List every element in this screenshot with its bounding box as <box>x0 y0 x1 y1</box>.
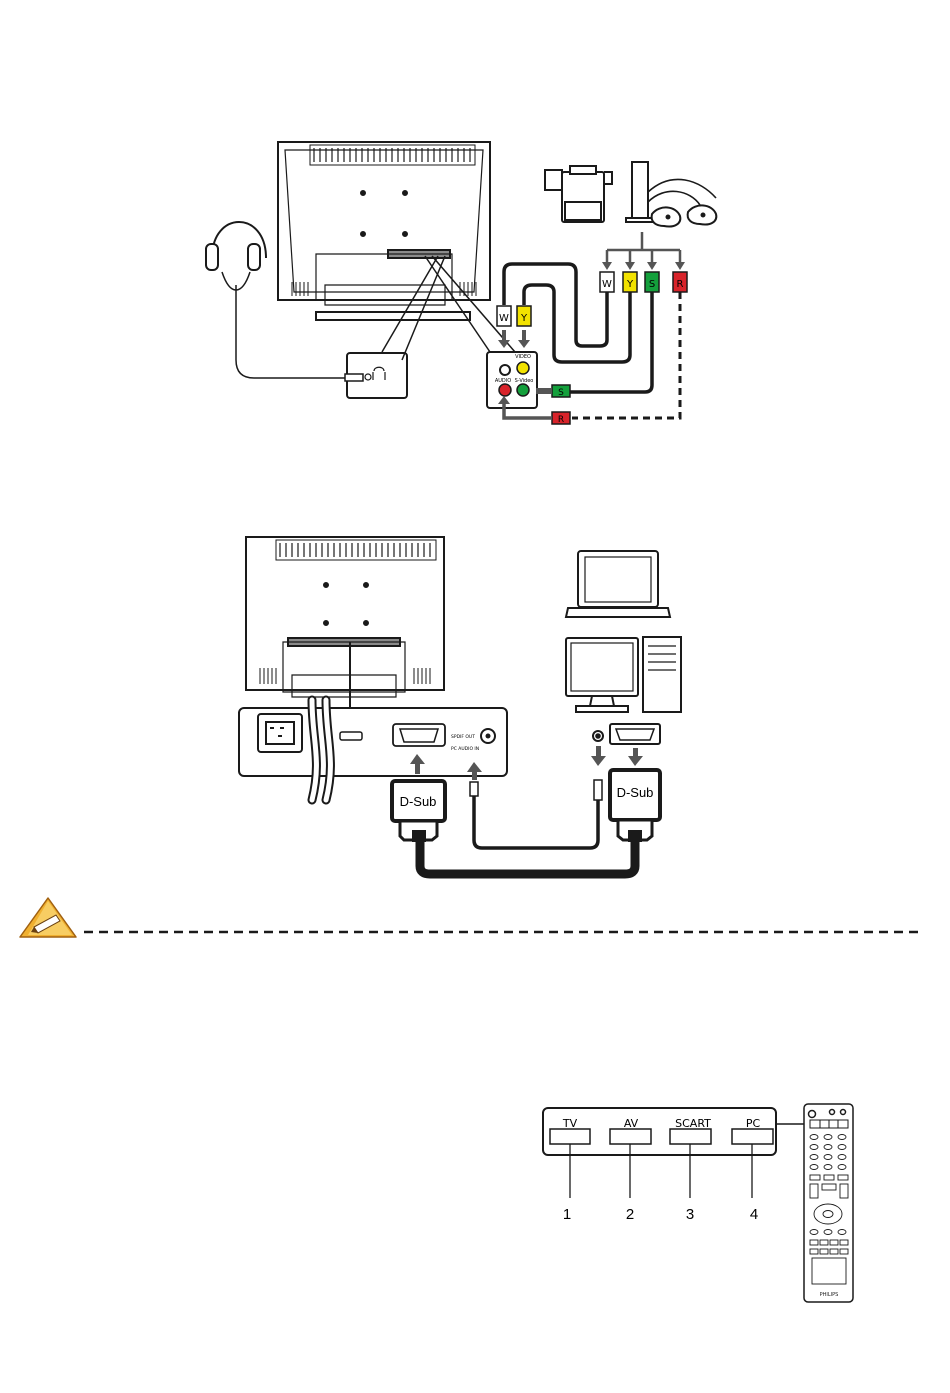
note-pencil-icon <box>20 898 76 937</box>
pc-port-panel <box>593 724 660 744</box>
svg-text:R: R <box>677 279 684 290</box>
svg-text:SPDIF OUT: SPDIF OUT <box>451 734 475 740</box>
svg-text:PC: PC <box>746 1117 761 1130</box>
tv-back-top <box>278 142 490 320</box>
headphone-jack-panel <box>345 353 407 398</box>
tv-back-bottom <box>246 537 444 710</box>
note-row <box>18 895 923 945</box>
dsub-connector-left: D-Sub <box>392 781 445 842</box>
zoom-lines <box>382 256 515 360</box>
av-input-panel: VIDEO AUDIO S-Video <box>487 352 537 408</box>
svg-text:W: W <box>499 313 509 324</box>
remote-source-keys-diagram: TV 1 AV 2 SCART 3 PC 4 <box>0 1098 950 1308</box>
source-key-av: AV 2 <box>610 1117 651 1223</box>
svg-text:PHILIPS: PHILIPS <box>820 1292 839 1298</box>
svg-text:S: S <box>649 279 655 290</box>
source-key-scart: SCART 3 <box>670 1117 711 1223</box>
remote-control-icon: PHILIPS <box>804 1104 853 1302</box>
source-key-tv: TV 1 <box>550 1117 590 1223</box>
tv-rear-panel: SPDIF OUT PC AUDIO IN <box>239 708 507 776</box>
plug-s-side: S <box>536 385 570 398</box>
dsub-connector-right: D-Sub <box>610 770 660 842</box>
desktop-monitor-icon <box>566 638 638 712</box>
svg-text:VIDEO: VIDEO <box>515 354 531 360</box>
svg-text:3: 3 <box>686 1206 694 1223</box>
svg-text:Y: Y <box>520 313 528 324</box>
plug-y-top: Y <box>623 272 637 292</box>
svg-text:2: 2 <box>626 1206 634 1223</box>
svg-text:Y: Y <box>626 279 634 290</box>
svg-text:D-Sub: D-Sub <box>617 785 654 800</box>
svg-text:W: W <box>602 279 612 290</box>
pc-tower-icon <box>643 637 681 712</box>
svg-text:1: 1 <box>563 1206 571 1223</box>
plug-y-bottom: Y <box>517 306 531 326</box>
plug-s-top: S <box>645 272 659 292</box>
av-connection-diagram: W Y S R W Y VIDEO AUDIO S-Vide <box>0 125 950 445</box>
svg-text:S-Video: S-Video <box>515 378 534 384</box>
laptop-icon <box>566 551 670 617</box>
svg-text:S: S <box>558 388 564 398</box>
svg-text:R: R <box>558 415 564 425</box>
svg-text:SCART: SCART <box>675 1117 711 1130</box>
svg-text:D-Sub: D-Sub <box>400 794 437 809</box>
svg-text:PC AUDIO IN: PC AUDIO IN <box>451 746 479 752</box>
svg-text:AV: AV <box>624 1117 639 1130</box>
pc-connection-diagram: SPDIF OUT PC AUDIO IN <box>0 530 950 885</box>
svg-text:4: 4 <box>750 1206 758 1223</box>
svg-text:TV: TV <box>562 1117 578 1130</box>
plug-r-top: R <box>673 272 687 292</box>
camcorder-icon <box>545 166 612 222</box>
svg-text:AUDIO: AUDIO <box>495 378 511 384</box>
plug-w-top: W <box>600 272 614 292</box>
source-key-pc: PC 4 <box>732 1117 773 1223</box>
game-console-icon <box>626 162 716 227</box>
plug-w-bottom: W <box>497 306 511 326</box>
